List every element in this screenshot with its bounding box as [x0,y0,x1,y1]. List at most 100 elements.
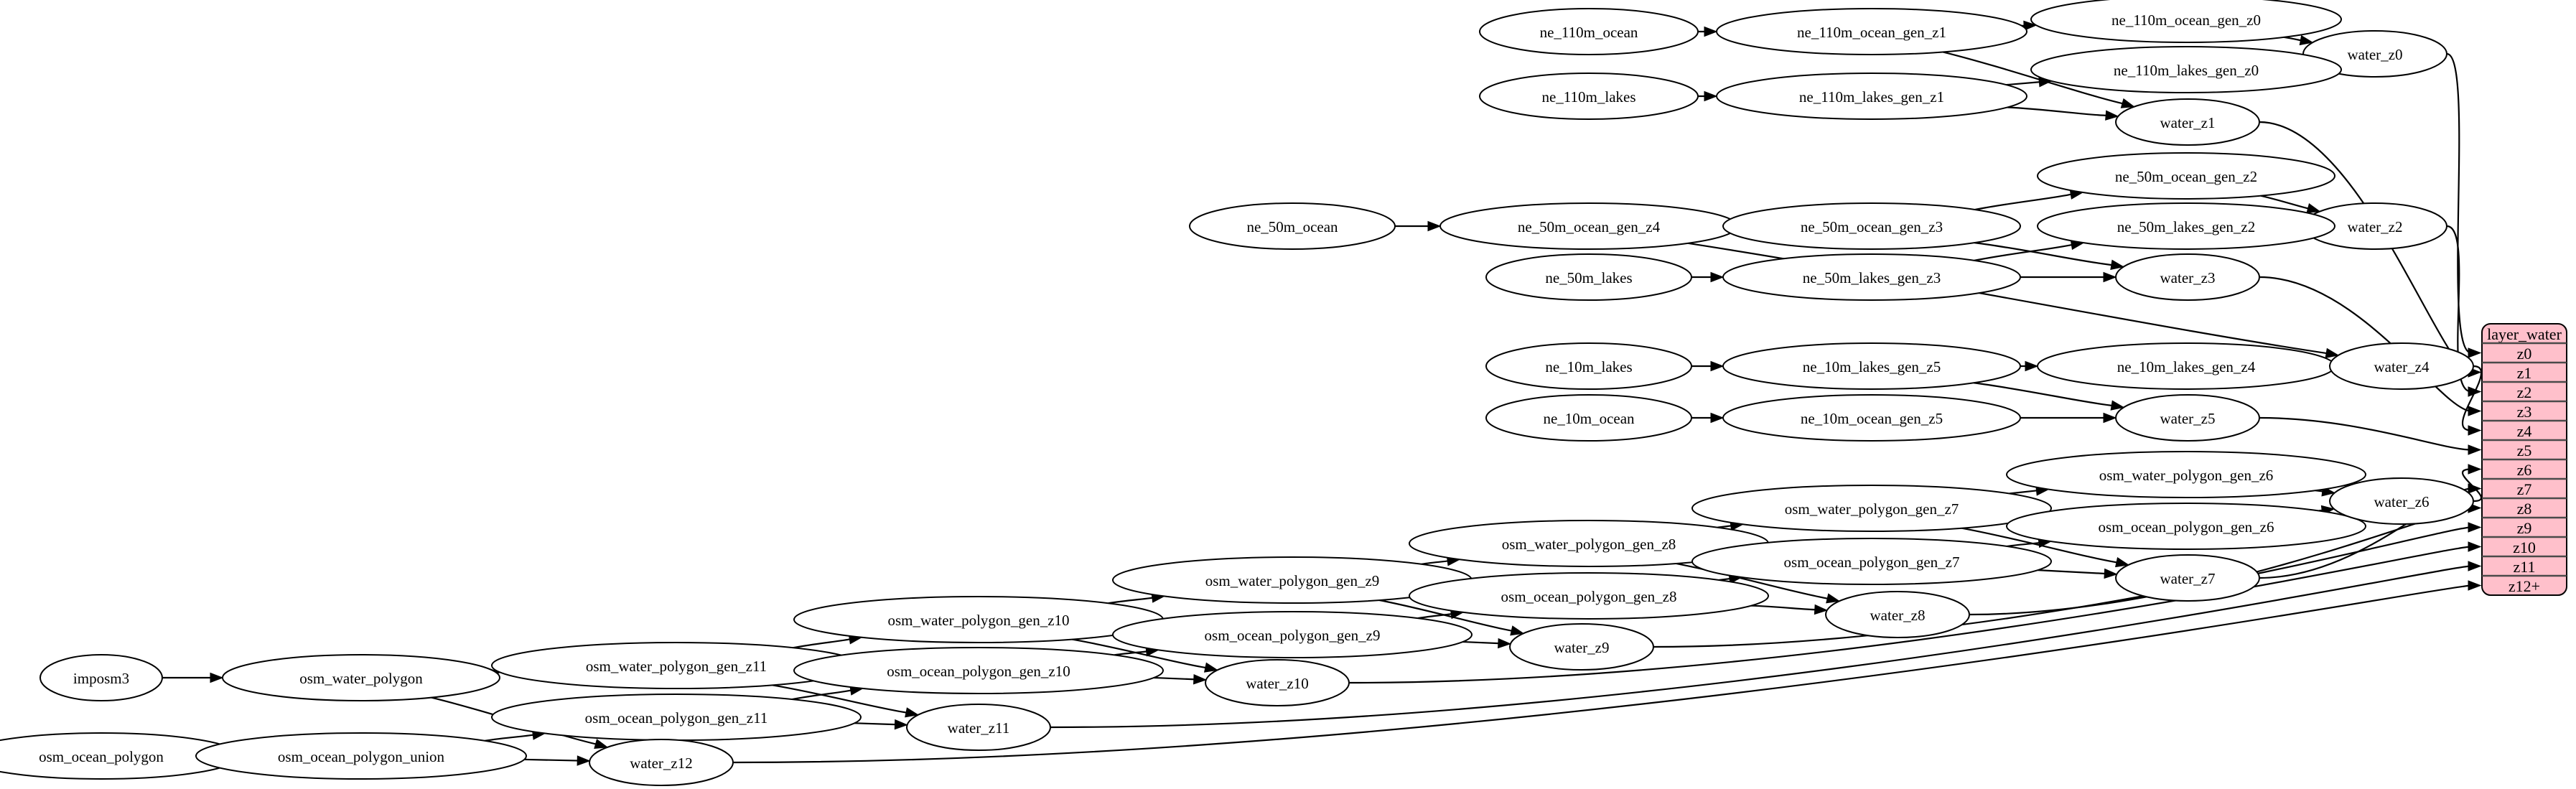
node-shape [1716,8,2027,55]
graph-node-ne_110m_lakes[interactable]: ne_110m_lakes [1479,73,1699,120]
node-shape [1691,538,2052,585]
record-row-z6[interactable]: z6 [2517,461,2532,479]
edge-line [2461,365,2483,431]
graph-node-osm_ocean_polygon_gen_z6[interactable]: osm_ocean_polygon_gen_z6 [2006,503,2366,550]
record-row-z2[interactable]: z2 [2517,383,2532,401]
edge-arrowhead [2468,425,2482,436]
node-shape [39,654,163,701]
edge-arrowhead [2468,561,2482,571]
graph-node-osm_ocean_polygon_gen_z9[interactable]: osm_ocean_polygon_gen_z9 [1112,611,1473,658]
edge-arrowhead [2105,110,2119,121]
node-shape [2115,253,2260,301]
graph-node-water_z7[interactable]: water_z7 [2115,554,2260,602]
graph-node-ne_110m_ocean_gen_z1[interactable]: ne_110m_ocean_gen_z1 [1716,8,2027,55]
graph-node-water_z6[interactable]: water_z6 [2329,477,2474,525]
graph-node-osm_water_polygon[interactable]: osm_water_polygon [222,654,500,701]
graph-node-water_z2[interactable]: water_z2 [2302,202,2447,250]
edge-arrowhead [2104,568,2118,579]
edge-arrowhead [2468,406,2482,416]
graph-node-osm_ocean_polygon_gen_z7[interactable]: osm_ocean_polygon_gen_z7 [1691,538,2052,585]
graph-node-water_z1[interactable]: water_z1 [2115,98,2260,146]
edge-arrowhead [2025,360,2039,372]
graph-node-water_z3[interactable]: water_z3 [2115,253,2260,301]
graph-node-ne_50m_lakes_gen_z2[interactable]: ne_50m_lakes_gen_z2 [2037,202,2335,250]
graph-node-ne_50m_ocean_gen_z3[interactable]: ne_50m_ocean_gen_z3 [1722,202,2021,250]
node-label: ne_110m_ocean [1540,24,1638,41]
record-row-z4[interactable]: z4 [2517,422,2532,440]
node-label: osm_ocean_polygon_gen_z11 [585,709,768,727]
graph-node-ne_10m_ocean_gen_z5[interactable]: ne_10m_ocean_gen_z5 [1722,394,2021,442]
graph-edge-osm_ocean_polygon_union--to--water_z12 [524,755,591,766]
node-label: ne_50m_lakes_gen_z3 [1803,269,1941,286]
record-row-z10[interactable]: z10 [2513,538,2536,556]
graph-node-ne_110m_lakes_gen_z0[interactable]: ne_110m_lakes_gen_z0 [2030,46,2342,93]
edge-line [1421,559,1450,565]
graph-node-ne_50m_ocean_gen_z2[interactable]: ne_50m_ocean_gen_z2 [2037,152,2335,200]
edge-arrowhead [1814,604,1829,615]
graph-node-ne_10m_ocean[interactable]: ne_10m_ocean [1485,394,1692,442]
node-shape [1691,485,2052,532]
graph-node-ne_50m_ocean_gen_z4[interactable]: ne_50m_ocean_gen_z4 [1439,202,1738,250]
graph-node-water_z9[interactable]: water_z9 [1509,623,1654,671]
node-label: osm_ocean_polygon_gen_z7 [1784,554,1960,571]
graph-node-water_z12[interactable]: water_z12 [589,739,734,786]
record-row-z7[interactable]: z7 [2517,480,2532,498]
record-row-z12+[interactable]: z12+ [2509,577,2540,595]
edge-arrowhead [2468,522,2482,533]
graph-node-ne_10m_lakes_gen_z5[interactable]: ne_10m_lakes_gen_z5 [1722,342,2021,390]
graph-node-osm_water_polygon_gen_z8[interactable]: osm_water_polygon_gen_z8 [1409,520,1769,567]
graph-node-osm_ocean_polygon_gen_z8[interactable]: osm_ocean_polygon_gen_z8 [1409,572,1769,620]
graph-edge-water_z12--to--layer_water-z12+ [732,580,2482,764]
edge-line [792,688,854,701]
node-label: ne_50m_ocean_gen_z2 [2115,168,2257,185]
record-node-layer_water[interactable]: layer_waterz0z1z2z3z4z5z6z7z8z9z10z11z12… [2481,323,2567,596]
graph-edge-ne_50m_lakes--to--ne_50m_lakes_gen_z3 [1691,271,1725,283]
graph-node-osm_water_polygon_gen_z10[interactable]: osm_water_polygon_gen_z10 [793,596,1164,643]
graph-node-osm_ocean_polygon_union[interactable]: osm_ocean_polygon_union [195,732,527,780]
record-row-z0[interactable]: z0 [2517,345,2532,363]
graph-node-ne_10m_lakes[interactable]: ne_10m_lakes [1485,342,1692,390]
record-row-z8[interactable]: z8 [2517,500,2532,518]
graph-node-water_z8[interactable]: water_z8 [1825,591,1970,638]
record-row-z3[interactable]: z3 [2517,403,2532,421]
graph-node-ne_50m_ocean[interactable]: ne_50m_ocean [1189,202,1396,250]
node-label: osm_water_polygon [299,670,423,687]
graph-node-ne_10m_lakes_gen_z4[interactable]: ne_10m_lakes_gen_z4 [2037,342,2335,390]
edge-line [2259,276,2472,412]
node-label: water_z10 [1246,675,1308,692]
record-row-z11[interactable]: z11 [2514,558,2536,576]
node-shape [1716,73,2027,120]
edge-arrowhead [594,739,609,750]
graph-node-water_z4[interactable]: water_z4 [2329,342,2474,390]
graph-node-water_z10[interactable]: water_z10 [1205,659,1350,706]
edge-arrowhead [1203,662,1218,673]
record-row-z5[interactable]: z5 [2517,442,2532,459]
graph-node-imposm3[interactable]: imposm3 [39,654,163,701]
edge-arrowhead [1710,271,1725,283]
graph-edge-ne_10m_lakes_gen_z5--to--water_z5 [1974,382,2125,411]
graph-node-osm_water_polygon_gen_z7[interactable]: osm_water_polygon_gen_z7 [1691,485,2052,532]
graph-edge-osm_water_polygon_gen_z11--to--water_z11 [772,684,920,718]
graph-node-water_z5[interactable]: water_z5 [2115,394,2260,442]
edge-line [1974,243,2074,261]
graph-node-osm_ocean_polygon_gen_z10[interactable]: osm_ocean_polygon_gen_z10 [793,647,1164,694]
graph-node-ne_50m_lakes[interactable]: ne_50m_lakes [1485,253,1692,301]
graph-node-osm_ocean_polygon[interactable]: osm_ocean_polygon [0,732,241,780]
record-row-z1[interactable]: z1 [2517,364,2532,382]
graph-node-ne_110m_ocean[interactable]: ne_110m_ocean [1479,8,1699,55]
graph-node-water_z11[interactable]: water_z11 [906,704,1051,751]
graph-node-osm_ocean_polygon_gen_z11[interactable]: osm_ocean_polygon_gen_z11 [491,694,862,741]
record-row-z9[interactable]: z9 [2517,519,2532,537]
graph-node-osm_water_polygon_gen_z6[interactable]: osm_water_polygon_gen_z6 [2006,451,2366,498]
edge-line [1348,546,2472,684]
node-shape [1479,73,1699,120]
node-label: water_z1 [2160,114,2216,131]
node-shape [1825,591,1970,638]
edge-arrowhead [2468,483,2482,494]
graph-node-ne_50m_lakes_gen_z3[interactable]: ne_50m_lakes_gen_z3 [1722,253,2021,301]
node-shape [2037,152,2335,200]
graph-node-ne_110m_lakes_gen_z1[interactable]: ne_110m_lakes_gen_z1 [1716,73,2027,120]
graph-node-ne_110m_ocean_gen_z0[interactable]: ne_110m_ocean_gen_z0 [2030,0,2342,43]
